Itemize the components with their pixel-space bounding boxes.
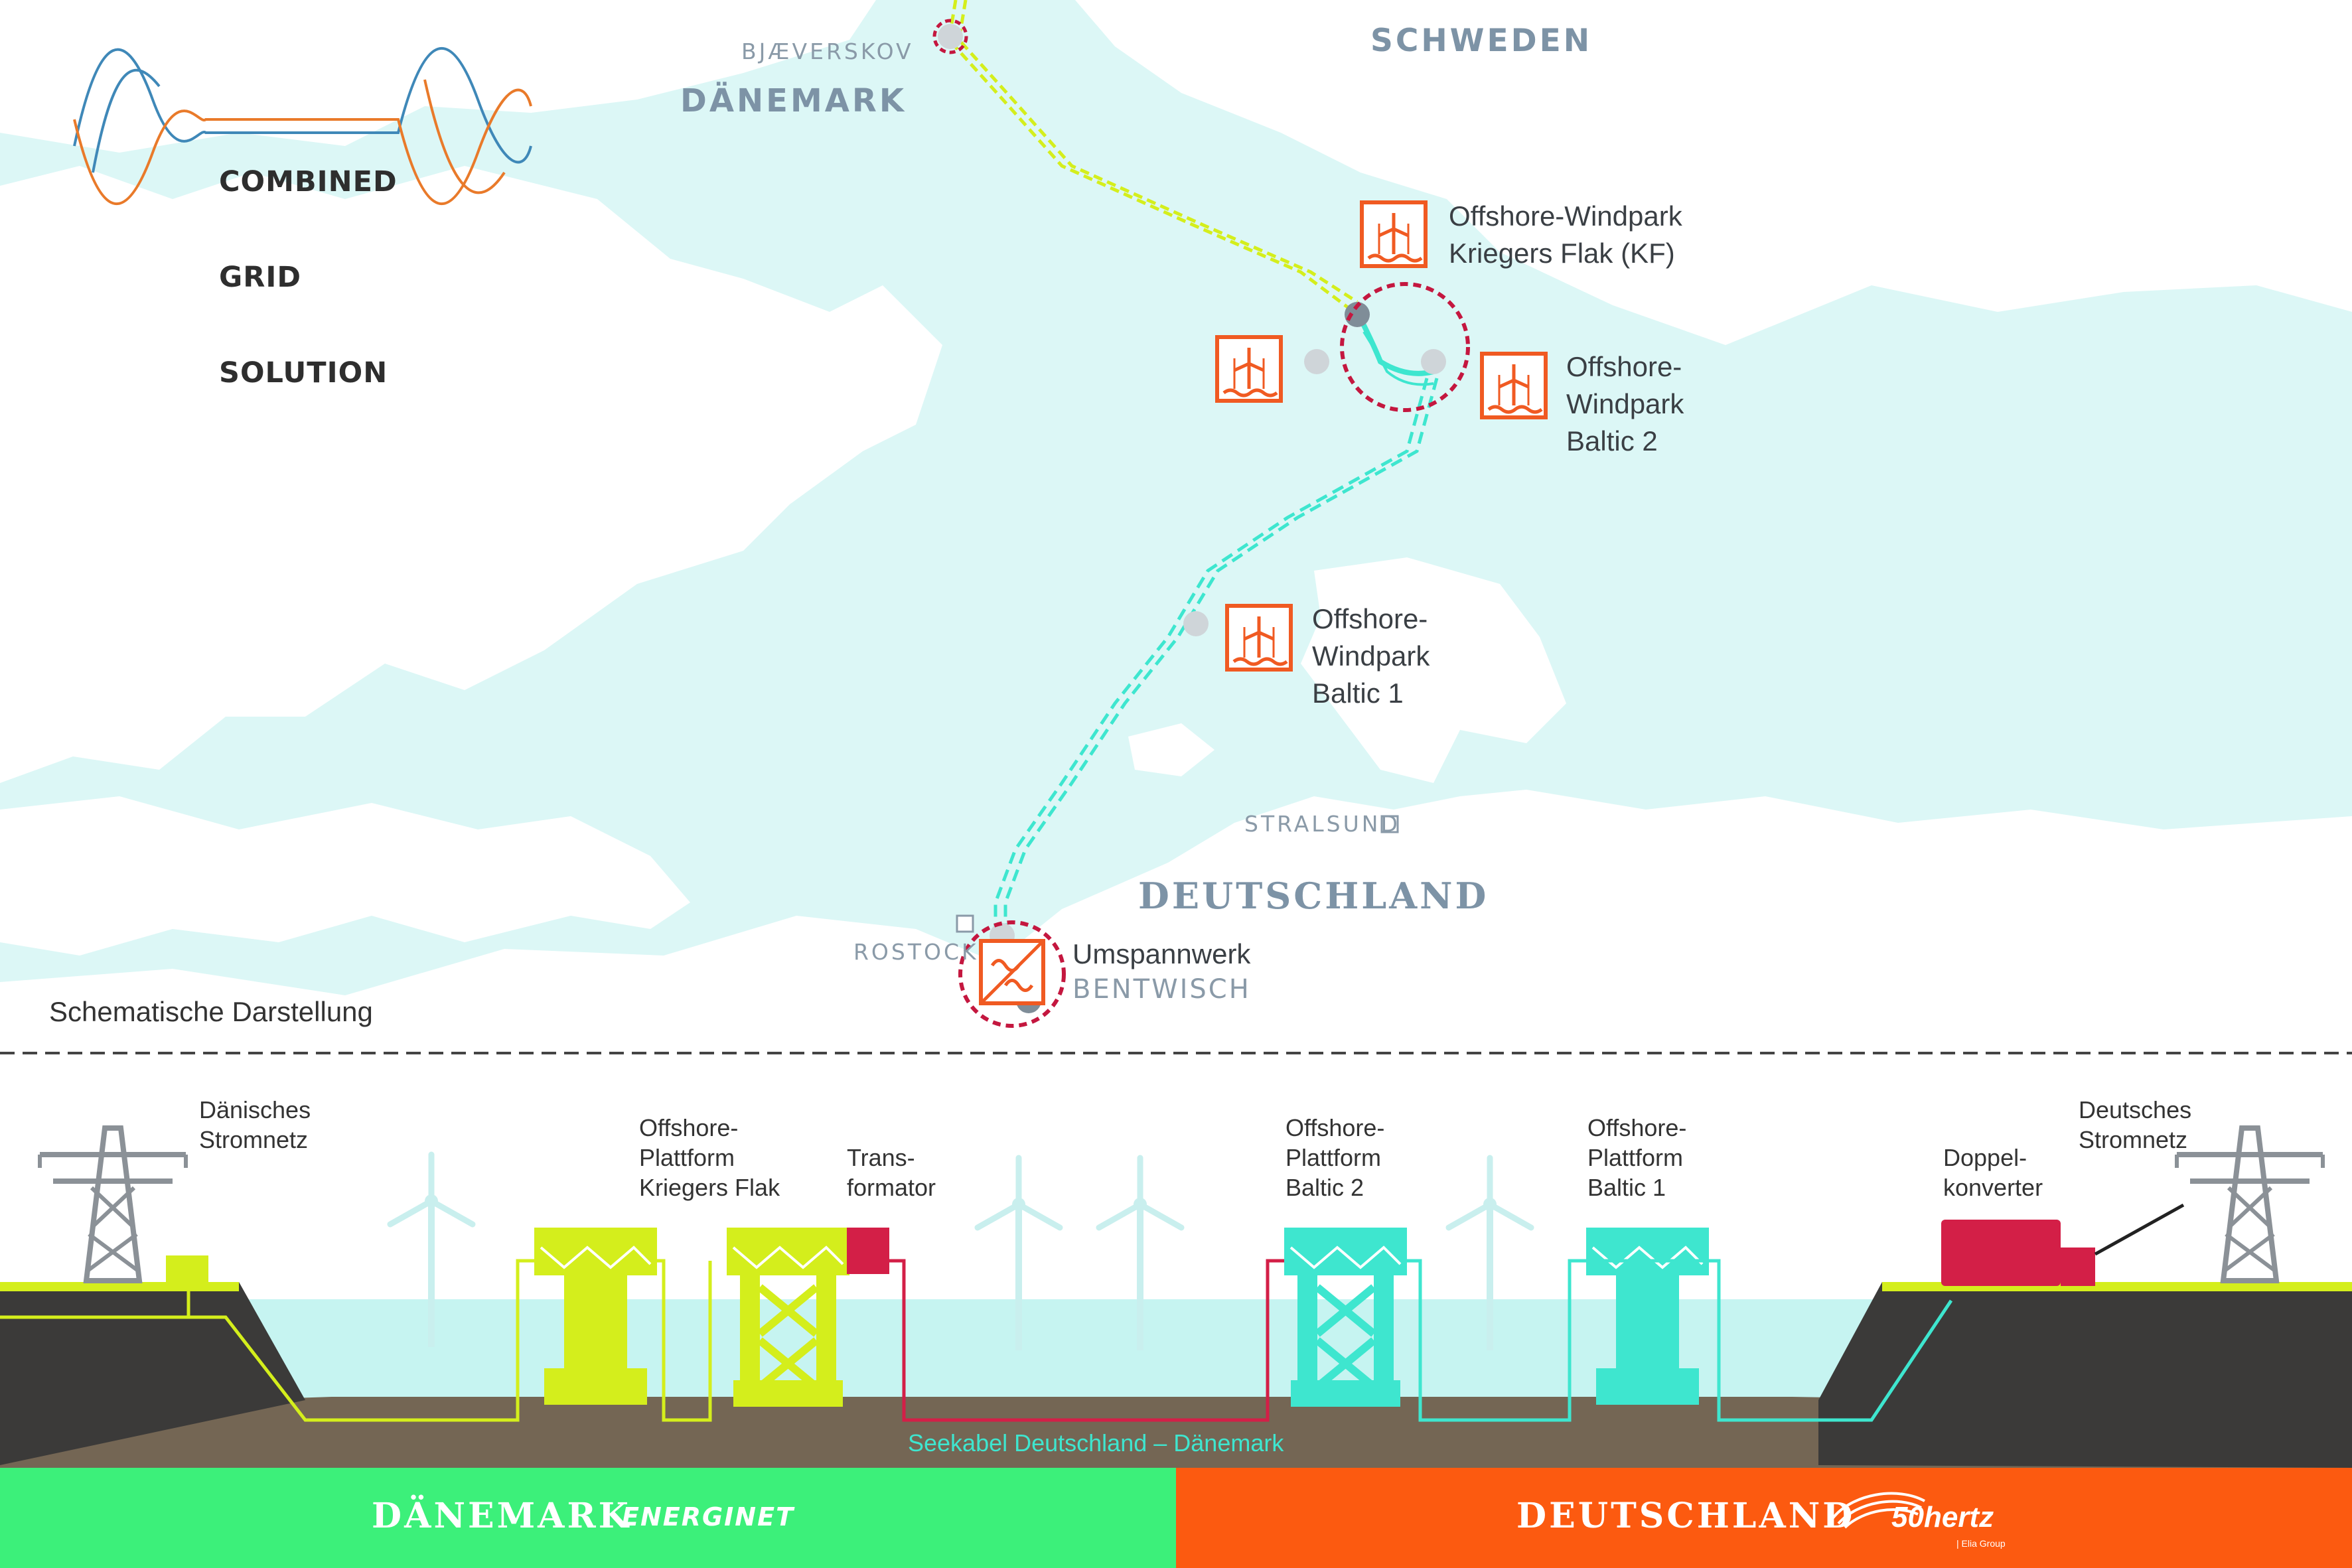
label-cable: Seekabel Deutschland – Dänemark xyxy=(908,1429,1284,1457)
converter-box xyxy=(1941,1220,2061,1286)
label-transformer: Trans- formator xyxy=(847,1144,936,1201)
transformer-box xyxy=(847,1228,889,1274)
substation-icon xyxy=(979,939,1045,1005)
platform-kf xyxy=(534,1228,657,1405)
footer-50hertz-sub: | Elia Group xyxy=(1956,1538,2006,1549)
label-windpark-kf: Offshore-Windpark Kriegers Flak (KF) xyxy=(1449,200,1682,269)
label-platform-kf: Offshore- Plattform Kriegers Flak xyxy=(639,1114,780,1201)
footer-denmark: DÄNEMARK xyxy=(372,1496,631,1536)
label-sweden: SCHWEDEN xyxy=(1370,23,1593,59)
label-converter: Doppel- konverter xyxy=(1943,1144,2043,1201)
platform-baltic1 xyxy=(1586,1228,1709,1405)
label-de-grid: Deutsches Stromnetz xyxy=(2079,1096,2192,1153)
germany-band xyxy=(1176,1468,2352,1568)
label-windpark-baltic1: Offshore- Windpark Baltic 1 xyxy=(1312,603,1430,709)
label-substation-place: BENTWISCH xyxy=(1072,974,1251,1005)
label-bjaeverskov: BJÆVERSKOV xyxy=(741,38,914,64)
label-rostock: ROSTOCK xyxy=(853,939,979,965)
footer-germany: DEUTSCHLAND xyxy=(1516,1496,1856,1536)
windfarm-kf-icon xyxy=(1362,202,1426,266)
label-denmark: DÄNEMARK xyxy=(680,82,907,119)
windfarm-baltic1-icon xyxy=(1227,606,1291,670)
footer-energinet: ENERGINET xyxy=(622,1502,794,1532)
logo-line-1: COMBINED xyxy=(219,165,398,198)
footer-50hertz: 50hertz xyxy=(1891,1501,1994,1533)
label-windpark-baltic2: Offshore- Windpark Baltic 2 xyxy=(1566,351,1684,457)
50hertz-logo-icon xyxy=(1830,1492,1925,1529)
label-germany: DEUTSCHLAND xyxy=(1138,875,1489,917)
windfarm-baltic2-icon xyxy=(1482,354,1546,417)
logo-text: COMBINED GRID SOLUTION xyxy=(219,102,398,453)
label-platform-baltic1: Offshore- Plattform Baltic 1 xyxy=(1587,1114,1687,1201)
label-platform-baltic2: Offshore- Plattform Baltic 2 xyxy=(1286,1114,1385,1201)
logo-line-3: SOLUTION xyxy=(219,356,388,390)
logo-line-2: GRID xyxy=(219,261,302,294)
land-masses xyxy=(0,0,2352,1102)
platform-kf-2 xyxy=(727,1228,849,1407)
denmark-band xyxy=(0,1468,1176,1568)
map-cable-dk xyxy=(947,0,1359,313)
windfarm-kf-west-icon xyxy=(1217,337,1281,401)
label-substation-name: Umspannwerk xyxy=(1072,938,1251,969)
label-dk-grid: Dänisches Stromnetz xyxy=(199,1096,311,1153)
label-stralsund: STRALSUND xyxy=(1244,811,1400,837)
map-cable-de xyxy=(993,378,1439,942)
schematic-note: Schematische Darstellung xyxy=(49,996,373,1027)
platform-baltic2 xyxy=(1284,1228,1407,1407)
logo-waves xyxy=(73,46,532,206)
